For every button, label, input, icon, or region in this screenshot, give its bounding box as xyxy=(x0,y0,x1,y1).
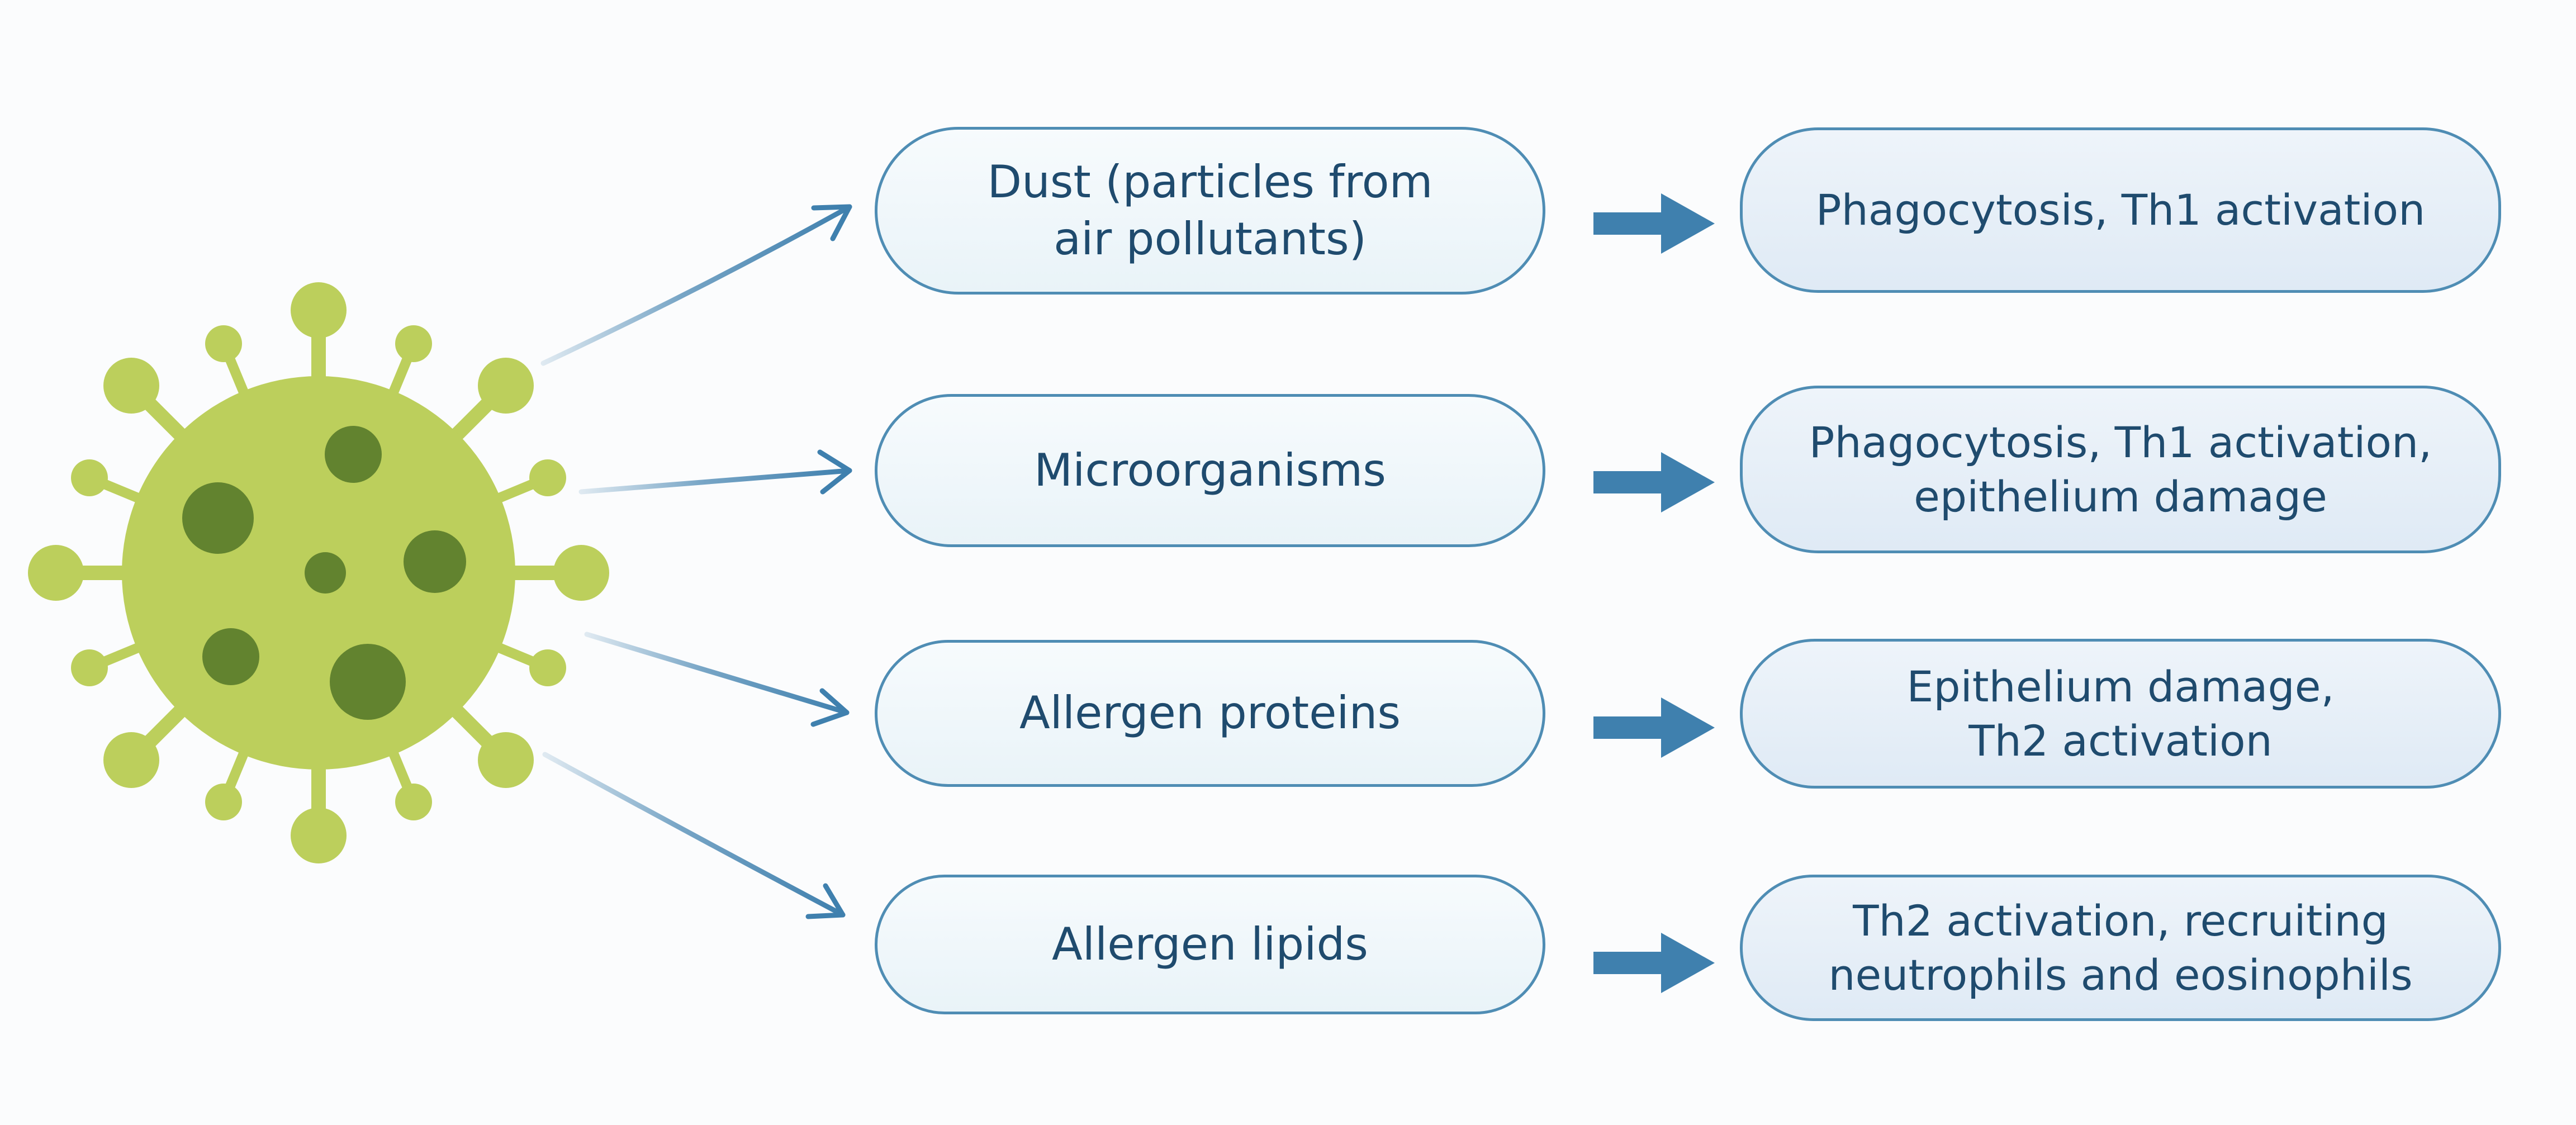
source-to-effect-arrows xyxy=(1593,193,1715,993)
block-arrow-1 xyxy=(1593,193,1715,254)
effect-box-4: Th2 activation, recruiting neutrophils a… xyxy=(1740,875,2501,1021)
virus-icon xyxy=(28,282,609,863)
source-label-allergen-lipids: Allergen lipids xyxy=(1052,918,1368,970)
effect-label-3: Epithelium damage, Th2 activation xyxy=(1906,661,2335,766)
effect-label-2: Phagocytosis, Th1 activation, epithelium… xyxy=(1809,417,2432,521)
effect-label-1: Phagocytosis, Th1 activation xyxy=(1815,185,2426,235)
arrow-to-allergen-lipids xyxy=(542,752,846,919)
source-label-allergen-proteins: Allergen proteins xyxy=(1019,687,1401,739)
effect-label-4: Th2 activation, recruiting neutrophils a… xyxy=(1828,895,2413,1000)
source-label-dust: Dust (particles from air pollutants) xyxy=(987,155,1433,265)
effect-box-1: Phagocytosis, Th1 activation xyxy=(1740,127,2501,293)
arrow-to-allergen-proteins xyxy=(584,632,850,727)
source-box-microorganisms: Microorganisms xyxy=(875,394,1545,547)
arrow-to-dust xyxy=(540,204,852,366)
effect-box-2: Phagocytosis, Th1 activation, epithelium… xyxy=(1740,386,2501,553)
effect-box-3: Epithelium damage, Th2 activation xyxy=(1740,639,2501,789)
source-box-allergen-lipids: Allergen lipids xyxy=(875,875,1545,1014)
block-arrow-4 xyxy=(1593,933,1715,993)
block-arrow-3 xyxy=(1593,697,1715,758)
agent-to-source-arrows xyxy=(540,204,852,919)
arrow-to-microorganisms xyxy=(578,449,852,495)
source-box-dust: Dust (particles from air pollutants) xyxy=(875,127,1545,295)
block-arrow-2 xyxy=(1593,452,1715,512)
source-box-allergen-proteins: Allergen proteins xyxy=(875,640,1545,787)
source-label-microorganisms: Microorganisms xyxy=(1034,444,1386,496)
